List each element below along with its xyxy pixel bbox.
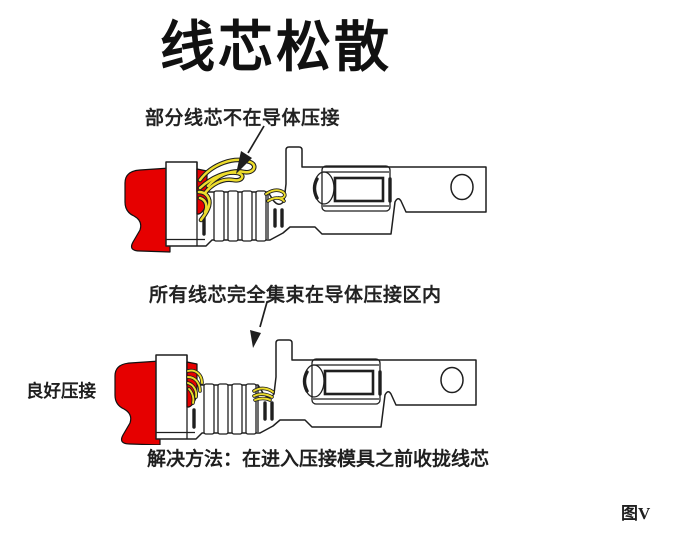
gathered-wire-strands xyxy=(186,368,204,405)
figure-label: 图V xyxy=(621,504,651,523)
page-title: 线芯松散 xyxy=(160,16,393,78)
down-arrow-icon xyxy=(236,125,265,174)
loose-wire-strands xyxy=(196,157,257,223)
caption-loose-strands: 部分线芯不在导体压接 xyxy=(145,108,341,129)
caption-gathered-strands: 所有线芯完全集束在导体压接区内 xyxy=(149,285,442,306)
front-strand-wisps xyxy=(264,188,287,203)
solution-text: 解决方法：在进入压接模具之前收拢线芯 xyxy=(147,449,490,470)
label-good-crimp: 良好压接 xyxy=(26,381,96,401)
down-arrow-icon xyxy=(250,301,268,348)
diagram-good-crimp xyxy=(113,301,478,445)
diagram-loose-strand-crimp xyxy=(123,125,488,254)
front-strand-bundle xyxy=(252,386,275,402)
